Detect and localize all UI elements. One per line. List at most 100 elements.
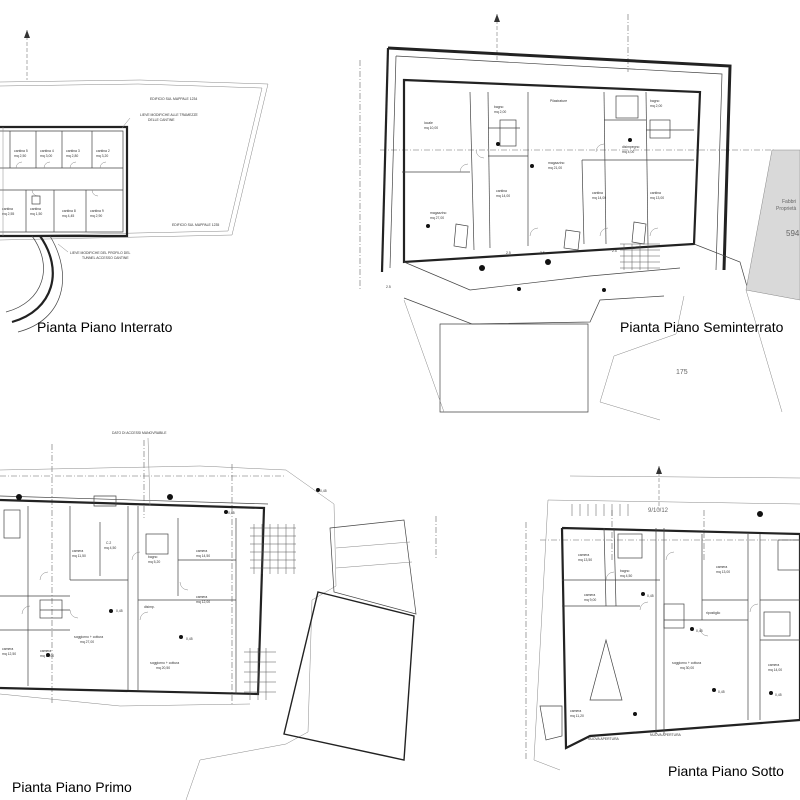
svg-text:mq 2,00: mq 2,00 (650, 104, 662, 108)
svg-text:0,45: 0,45 (116, 609, 123, 613)
svg-text:mq 13,50: mq 13,50 (578, 558, 592, 562)
svg-text:mq 5,20: mq 5,20 (148, 560, 160, 564)
svg-text:NUOVA APERTURA: NUOVA APERTURA (650, 733, 682, 737)
svg-text:mq 27,00: mq 27,00 (80, 640, 94, 644)
svg-text:mq 14,50: mq 14,50 (196, 554, 210, 558)
svg-text:mq 9,00: mq 9,00 (584, 598, 596, 602)
plan-title-seminterrato: Pianta Piano Seminterrato (620, 319, 784, 335)
svg-text:mq 11,20: mq 11,20 (570, 714, 584, 718)
svg-text:0,45: 0,45 (647, 594, 654, 598)
svg-text:camera: camera (40, 649, 51, 653)
svg-text:camera: camera (72, 549, 83, 553)
svg-text:mq 2,50: mq 2,50 (14, 154, 26, 158)
svg-text:camera: camera (716, 565, 727, 569)
svg-text:NUOVA APERTURA: NUOVA APERTURA (588, 737, 620, 741)
svg-text:0,45: 0,45 (696, 629, 703, 633)
svg-text:DELLE CANTINE: DELLE CANTINE (148, 118, 175, 122)
svg-text:mq 14,00: mq 14,00 (768, 668, 782, 672)
svg-text:mq 21,00: mq 21,00 (548, 166, 562, 170)
svg-text:2.5: 2.5 (540, 251, 545, 255)
svg-text:mq 3,20: mq 3,20 (96, 154, 108, 158)
svg-text:cantina: cantina (30, 207, 41, 211)
svg-text:cantina 2: cantina 2 (96, 149, 110, 153)
side-label-2: Proprietà (776, 206, 797, 212)
svg-text:mq 2,00: mq 2,00 (494, 110, 506, 114)
svg-text:LIEVE MODIFICHE ALLE TRAMEZZE: LIEVE MODIFICHE ALLE TRAMEZZE (140, 113, 199, 117)
level-label: 9/10/12 (648, 508, 669, 514)
svg-text:cantina 9: cantina 9 (90, 209, 104, 213)
svg-text:mq 4,45: mq 4,45 (62, 214, 74, 218)
north-arrow-icon (24, 30, 30, 80)
svg-text:camera: camera (2, 647, 13, 651)
side-label: Fabbri (782, 199, 796, 205)
svg-text:TUNNEL ACCESSO CANTINE: TUNNEL ACCESSO CANTINE (82, 256, 129, 260)
svg-text:ripostiglio: ripostiglio (706, 611, 720, 615)
svg-text:mq 3,00: mq 3,00 (40, 154, 52, 158)
svg-text:bagno: bagno (494, 105, 504, 109)
svg-text:camera: camera (196, 549, 207, 553)
svg-text:cantina 4: cantina 4 (40, 149, 54, 153)
svg-text:2.5: 2.5 (506, 251, 511, 255)
svg-text:soggiorno + cottura: soggiorno + cottura (672, 661, 701, 665)
svg-text:0,45: 0,45 (320, 489, 327, 493)
svg-text:0,45: 0,45 (718, 690, 725, 694)
svg-text:camera: camera (578, 553, 589, 557)
north-arrow-icon (656, 466, 662, 510)
svg-text:Pilastrature: Pilastrature (550, 99, 567, 103)
svg-text:camera: camera (584, 593, 595, 597)
svg-text:EDIFICIO SUL MAPPALE 1234: EDIFICIO SUL MAPPALE 1234 (150, 97, 197, 101)
svg-text:mq 2,80: mq 2,80 (66, 154, 78, 158)
svg-text:EDIFICIO SUL MAPPALE 1235: EDIFICIO SUL MAPPALE 1235 (172, 223, 219, 227)
svg-text:0,45: 0,45 (228, 511, 235, 515)
svg-text:C.2: C.2 (106, 541, 111, 545)
svg-text:camera: camera (570, 709, 581, 713)
svg-text:mq 13,00: mq 13,00 (716, 570, 730, 574)
plan-title-sottotetto: Pianta Piano Sotto (668, 763, 784, 779)
svg-text:cantina: cantina (496, 189, 507, 193)
svg-text:locale: locale (424, 121, 433, 125)
lot-number: 175 (676, 369, 688, 376)
svg-text:camera: camera (768, 663, 779, 667)
svg-text:mq 14,00: mq 14,00 (592, 196, 606, 200)
plan-title-primo: Pianta Piano Primo (12, 779, 132, 795)
svg-text:0,45: 0,45 (186, 637, 193, 641)
svg-text:0,45: 0,45 (775, 693, 782, 697)
svg-text:mq 14,00: mq 14,00 (496, 194, 510, 198)
svg-text:mq 10,00: mq 10,00 (424, 126, 438, 130)
svg-text:disimp.: disimp. (144, 605, 155, 609)
svg-text:mq 4,50: mq 4,50 (104, 546, 116, 550)
svg-text:cantina: cantina (592, 191, 603, 195)
plan-title-interrato: Pianta Piano Interrato (37, 319, 173, 335)
svg-text:mq 2,90: mq 2,90 (90, 214, 102, 218)
plan-interrato: cantina 5mq 2,50 cantina 4mq 3,00 cantin… (0, 30, 269, 333)
svg-text:camera: camera (196, 595, 207, 599)
svg-text:cantina 3: cantina 3 (66, 149, 80, 153)
svg-text:soggiorno + cottura: soggiorno + cottura (150, 661, 179, 665)
svg-text:mq 27,00: mq 27,00 (430, 216, 444, 220)
svg-text:magazzino: magazzino (430, 211, 447, 215)
svg-text:2.5: 2.5 (612, 249, 617, 253)
side-number: 594 (786, 229, 800, 238)
svg-text:mq 13,00: mq 13,00 (650, 196, 664, 200)
svg-text:LIEVE MODIFICHE DEL PROFILO DE: LIEVE MODIFICHE DEL PROFILO DEL (70, 251, 130, 255)
svg-text:magazzino: magazzino (548, 161, 565, 165)
svg-text:mq 20,50: mq 20,50 (156, 666, 170, 670)
svg-text:mq 4,50: mq 4,50 (620, 574, 632, 578)
svg-text:mq 1,50: mq 1,50 (30, 212, 42, 216)
svg-text:DATO DI ACCESSI MANOVRABILE: DATO DI ACCESSI MANOVRABILE (112, 431, 167, 435)
svg-text:bagno: bagno (620, 569, 630, 573)
svg-text:bagno: bagno (148, 555, 158, 559)
svg-text:cantina 8: cantina 8 (62, 209, 76, 213)
svg-text:mq 12,00: mq 12,00 (196, 600, 210, 604)
svg-text:cantina 5: cantina 5 (14, 149, 28, 153)
svg-text:cantina: cantina (2, 207, 13, 211)
svg-text:cantina: cantina (650, 191, 661, 195)
svg-text:soggiorno + cottura: soggiorno + cottura (74, 635, 103, 639)
svg-text:mq 2,55: mq 2,55 (2, 212, 14, 216)
svg-text:mq 12,50: mq 12,50 (2, 652, 16, 656)
svg-text:2.5: 2.5 (386, 285, 391, 289)
